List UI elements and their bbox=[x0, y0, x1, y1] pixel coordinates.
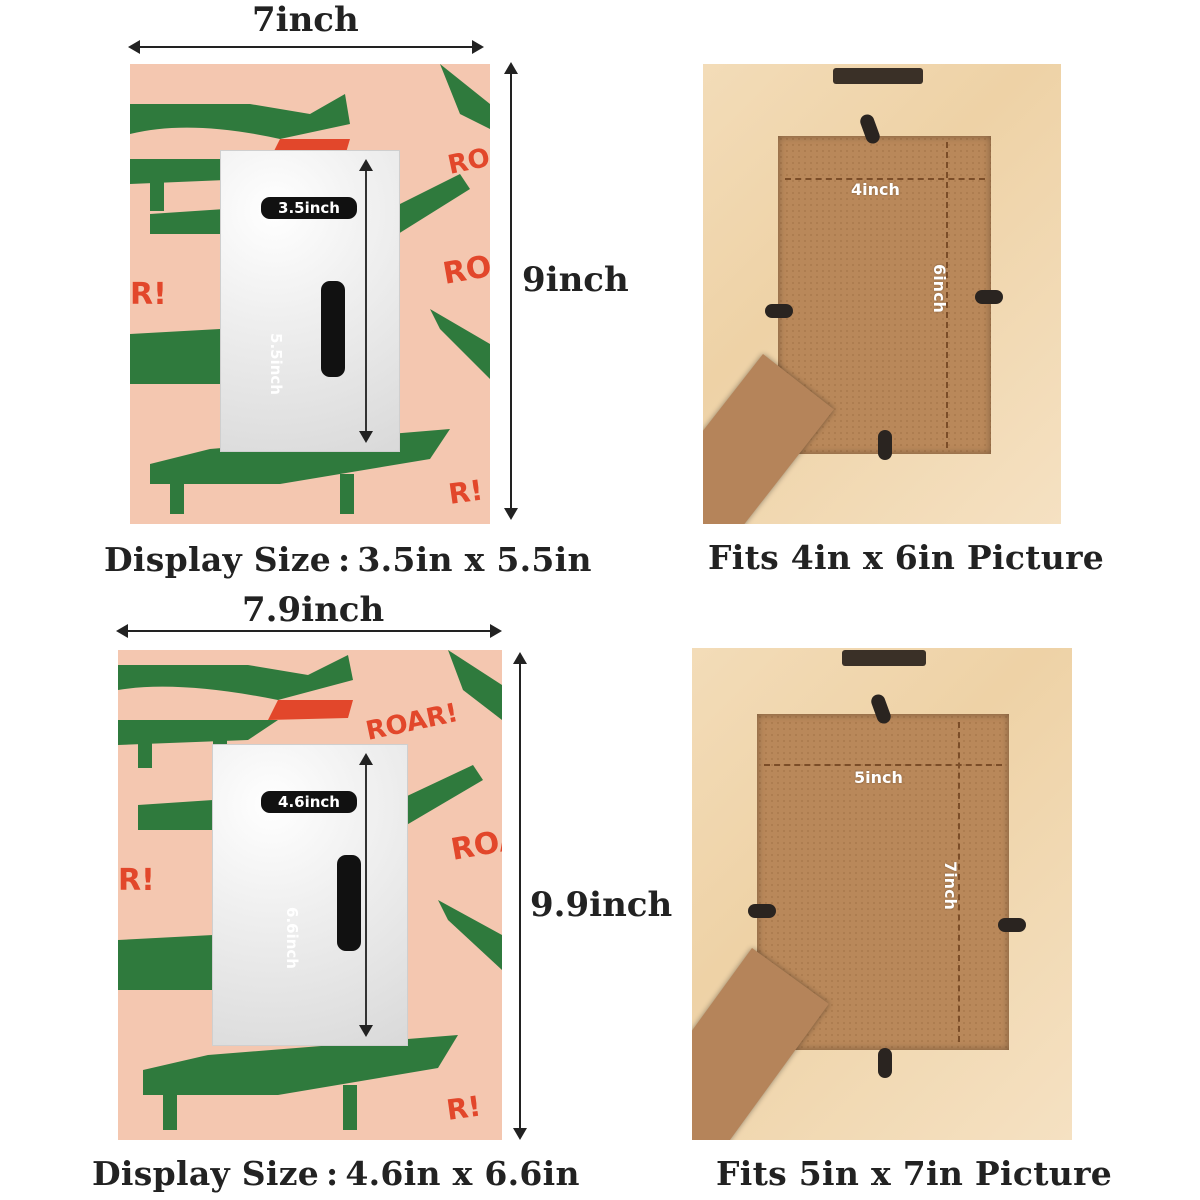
turn-button-icon bbox=[975, 290, 1003, 304]
wooden-frame-back-1: 4inch 6inch bbox=[703, 64, 1061, 524]
board-width-label-2: 5inch bbox=[854, 768, 903, 787]
sawtooth-hanger-icon bbox=[833, 68, 923, 84]
sawtooth-hanger-icon bbox=[842, 650, 926, 666]
opening-width-pill-2: 4.6inch bbox=[261, 791, 357, 813]
roar-text: R! bbox=[130, 277, 167, 312]
crocodile-icon bbox=[118, 655, 353, 768]
fits-picture-caption-1: Fits 4in x 6in Picture bbox=[708, 538, 1105, 577]
board-width-dashline-2 bbox=[764, 764, 1002, 766]
roar-text: ROAR! bbox=[440, 239, 490, 292]
roar-text: R! bbox=[444, 1089, 483, 1126]
turn-button-icon bbox=[878, 1048, 892, 1078]
crocodile-icon bbox=[150, 174, 470, 239]
crocodile-icon bbox=[130, 309, 490, 384]
board-width-dashline-1 bbox=[785, 178, 985, 180]
wooden-frame-back-2: 5inch 7inch bbox=[692, 648, 1072, 1140]
roar-text: R! bbox=[446, 473, 485, 510]
frame-width-label-2: 7.9inch bbox=[242, 590, 385, 630]
photo-opening-2: 4.6inch 6.6inch bbox=[212, 744, 408, 1046]
opening-height-pill-2: 6.6inch bbox=[283, 855, 361, 969]
roar-text: ROAR! bbox=[448, 815, 502, 868]
display-size-caption-1: Display Size : 3.5in x 5.5in bbox=[104, 540, 592, 579]
roar-text: ROAR! bbox=[363, 698, 461, 747]
board-height-dashline-2 bbox=[958, 722, 960, 1042]
crocodile-icon bbox=[440, 64, 490, 129]
display-size-caption-2: Display Size : 4.6in x 6.6in bbox=[92, 1154, 580, 1193]
opening-height-arrow-2 bbox=[359, 753, 373, 1037]
crocodile-icon bbox=[143, 1035, 458, 1130]
crocodile-frame-front-1: ROAR! ROAR! R! R! 3.5inch 5.5inch bbox=[130, 64, 490, 524]
opening-width-pill-1: 3.5inch bbox=[261, 197, 357, 219]
photo-opening-1: 3.5inch 5.5inch bbox=[220, 150, 400, 452]
frame-width-arrow-2 bbox=[116, 624, 502, 638]
roar-text: R! bbox=[118, 863, 155, 898]
turn-button-icon bbox=[998, 918, 1026, 932]
opening-height-arrow-1 bbox=[359, 159, 373, 443]
crocodile-icon bbox=[118, 650, 502, 990]
turn-button-icon bbox=[748, 904, 776, 918]
board-height-label-2: 7inch bbox=[940, 861, 960, 910]
crocodile-frame-front-2: ROAR! ROAR! R! R! 4.6inch 6.6inch bbox=[118, 650, 502, 1140]
frame-width-arrow-1 bbox=[128, 40, 484, 54]
frame-height-label-1: 9inch bbox=[522, 260, 629, 300]
turn-button-icon bbox=[878, 430, 892, 460]
frame-height-arrow-2 bbox=[513, 652, 527, 1140]
fits-picture-caption-2: Fits 5in x 7in Picture bbox=[716, 1154, 1113, 1193]
frame-height-arrow-1 bbox=[504, 62, 518, 520]
roar-text: ROAR! bbox=[445, 132, 490, 181]
opening-height-pill-1: 5.5inch bbox=[267, 281, 345, 395]
board-width-label-1: 4inch bbox=[851, 180, 900, 199]
board-height-label-1: 6inch bbox=[929, 264, 949, 313]
board-height-dashline-1 bbox=[946, 142, 948, 448]
crocodile-pattern-2: ROAR! ROAR! R! R! bbox=[118, 650, 502, 1130]
frame-width-label-1: 7inch bbox=[252, 0, 359, 40]
turn-button-icon bbox=[765, 304, 793, 318]
frame-height-label-2: 9.9inch bbox=[530, 885, 673, 925]
